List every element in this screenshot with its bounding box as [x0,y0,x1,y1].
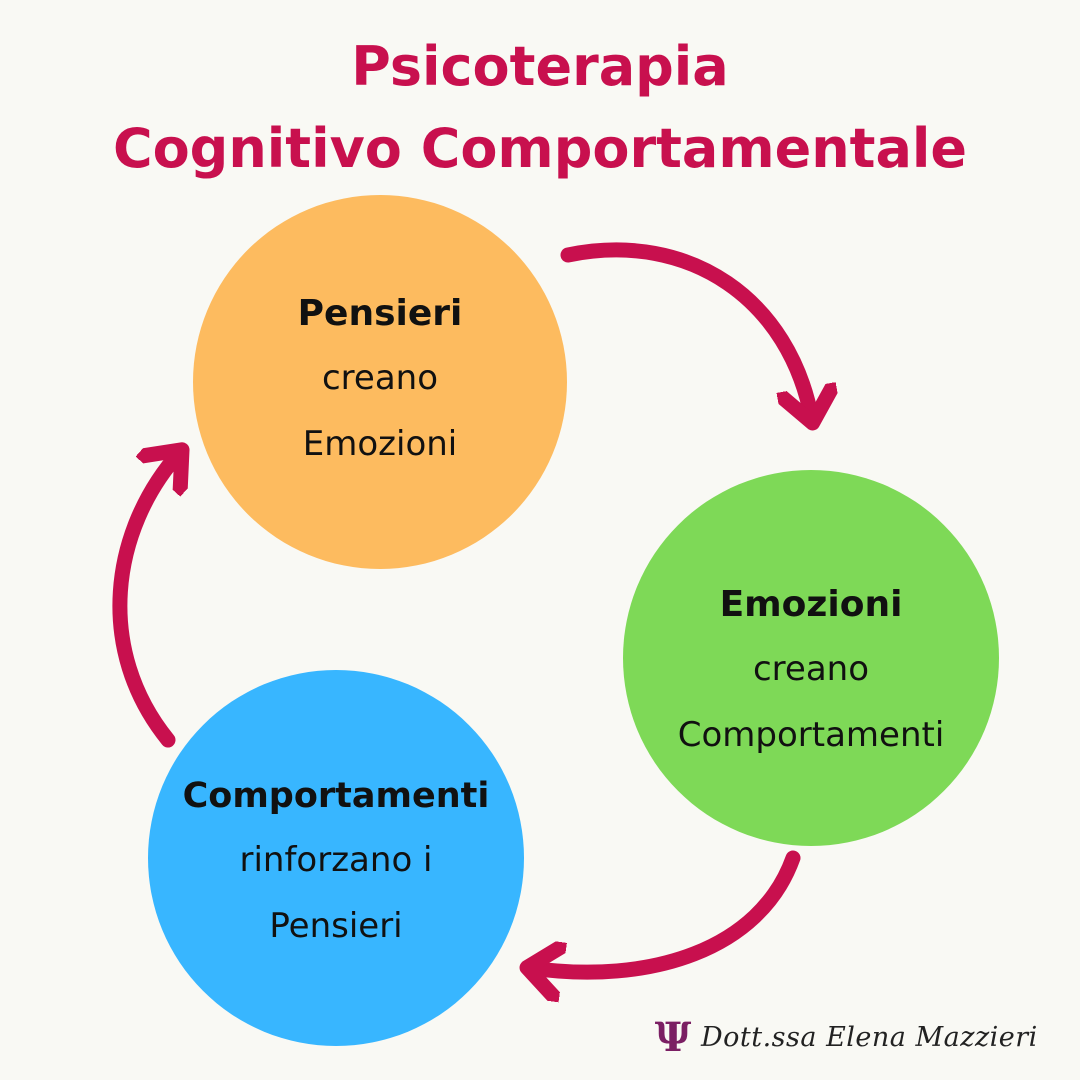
circle-comportamenti: Comportamenti rinforzano i Pensieri [148,670,524,1046]
circle-text-line: rinforzano i [239,840,433,880]
arrow-pensieri-to-emozioni [560,242,812,420]
circle-text-line: creano [752,649,870,689]
arrow-emozioni-to-comportamenti [530,850,801,972]
title-line-2: Cognitivo Comportamentale [112,117,968,180]
psi-logo-icon: Ψ [654,1013,692,1061]
circle-heading: Emozioni [719,584,903,625]
circle-heading: Comportamenti [182,776,490,816]
circle-pensieri: Pensieri creano Emozioni [193,195,567,569]
page-title: Psicoterapia Cognitivo Comportamentale [0,26,1080,190]
circle-text-line: Comportamenti [677,715,945,755]
signature: Ψ Dott.ssa Elena Mazzieri [655,1012,1038,1062]
arrow-comportamenti-to-pensieri [112,452,180,748]
signature-name: Dott.ssa Elena Mazzieri [701,1021,1038,1053]
circle-emozioni: Emozioni creano Comportamenti [623,470,999,846]
circle-text-line: Emozioni [302,424,458,464]
circle-heading: Pensieri [297,293,463,334]
title-line-1: Psicoterapia [351,35,729,98]
circle-text-line: Pensieri [269,906,403,946]
circle-text-line: creano [321,358,439,398]
